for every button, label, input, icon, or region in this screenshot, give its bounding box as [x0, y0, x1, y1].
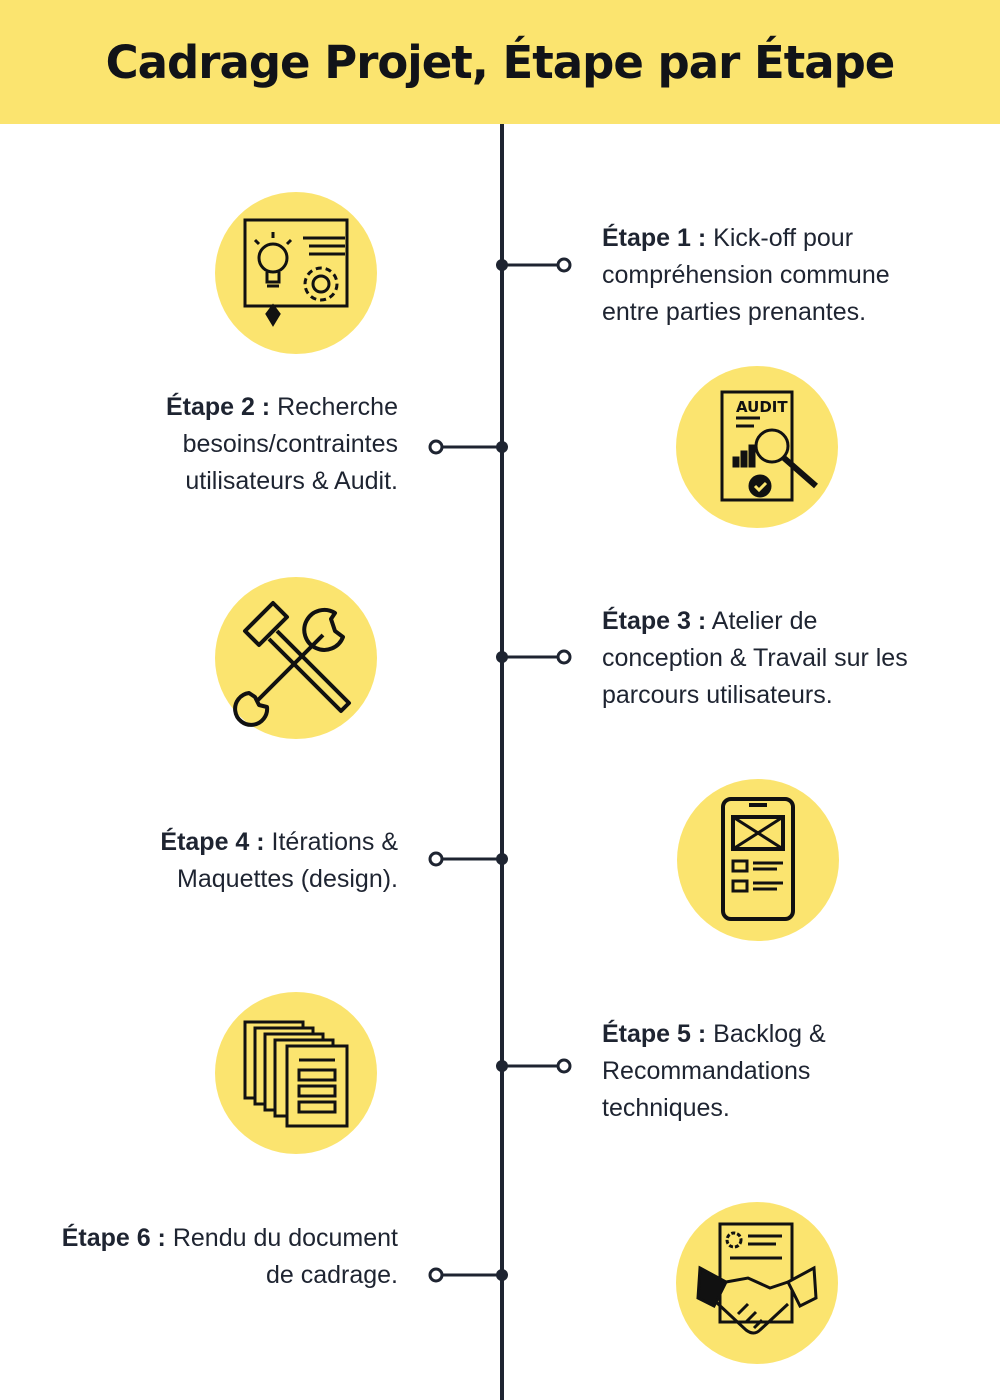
timeline-connector-3 [496, 649, 572, 665]
timeline-axis [500, 124, 504, 1400]
step-2-label: Étape 2 : [165, 393, 271, 421]
step-4-text: Étape 4 : Itérations & Maquettes (design… [58, 824, 398, 898]
step-4-icon-circle [677, 779, 839, 941]
idea-gear-icon [243, 218, 349, 327]
handshake-contract-icon [696, 1222, 818, 1335]
timeline-connector-4 [428, 851, 508, 867]
step-6-label: Étape 6 : [61, 1224, 166, 1252]
timeline-connector-1 [496, 257, 572, 273]
step-1-label: Étape 1 : [602, 224, 707, 252]
step-2-description: Recherche besoins/contraintes utilisateu… [182, 393, 398, 495]
step-1-text: Étape 1 : Kick-off pour compréhension co… [602, 220, 942, 331]
step-3-text: Étape 3 : Atelier de conception & Travai… [602, 603, 942, 714]
timeline-connector-2 [428, 439, 508, 455]
step-3-label: Étape 3 : [602, 607, 707, 635]
hammer-wrench-icon [233, 601, 351, 727]
step-5-label: Étape 5 : [602, 1020, 707, 1048]
step-4-label: Étape 4 : [160, 828, 265, 856]
step-3-icon-circle [215, 577, 377, 739]
step-1-description: Kick-off pour compréhension commune entr… [602, 224, 890, 326]
audit-magnifier-icon: AUDIT [720, 390, 818, 502]
step-6-text: Étape 6 : Rendu du document de cadrage. [58, 1220, 398, 1294]
mobile-wireframe-icon [721, 797, 795, 921]
step-6-icon-circle [676, 1202, 838, 1364]
step-3-description: Atelier de conception & Travail sur les … [602, 607, 908, 709]
step-5-description: Backlog & Recommandations techniques. [602, 1020, 826, 1122]
step-4-description: Itérations & Maquettes (design). [177, 828, 398, 893]
page-title: Cadrage Projet, Étape par Étape [105, 35, 896, 89]
timeline-connector-6 [428, 1267, 508, 1283]
document-stack-icon [243, 1020, 349, 1128]
step-5-text: Étape 5 : Backlog & Recommandations tech… [602, 1016, 942, 1127]
step-2-icon-circle: AUDIT [676, 366, 838, 528]
audit-icon-label: AUDIT [736, 398, 788, 416]
step-5-icon-circle [215, 992, 377, 1154]
step-6-description: Rendu du document de cadrage. [165, 1224, 398, 1289]
header-banner: Cadrage Projet, Étape par Étape [0, 0, 1000, 124]
step-1-icon-circle [215, 192, 377, 354]
step-2-text: Étape 2 : Recherche besoins/contraintes … [58, 389, 398, 500]
timeline-connector-5 [496, 1058, 572, 1074]
